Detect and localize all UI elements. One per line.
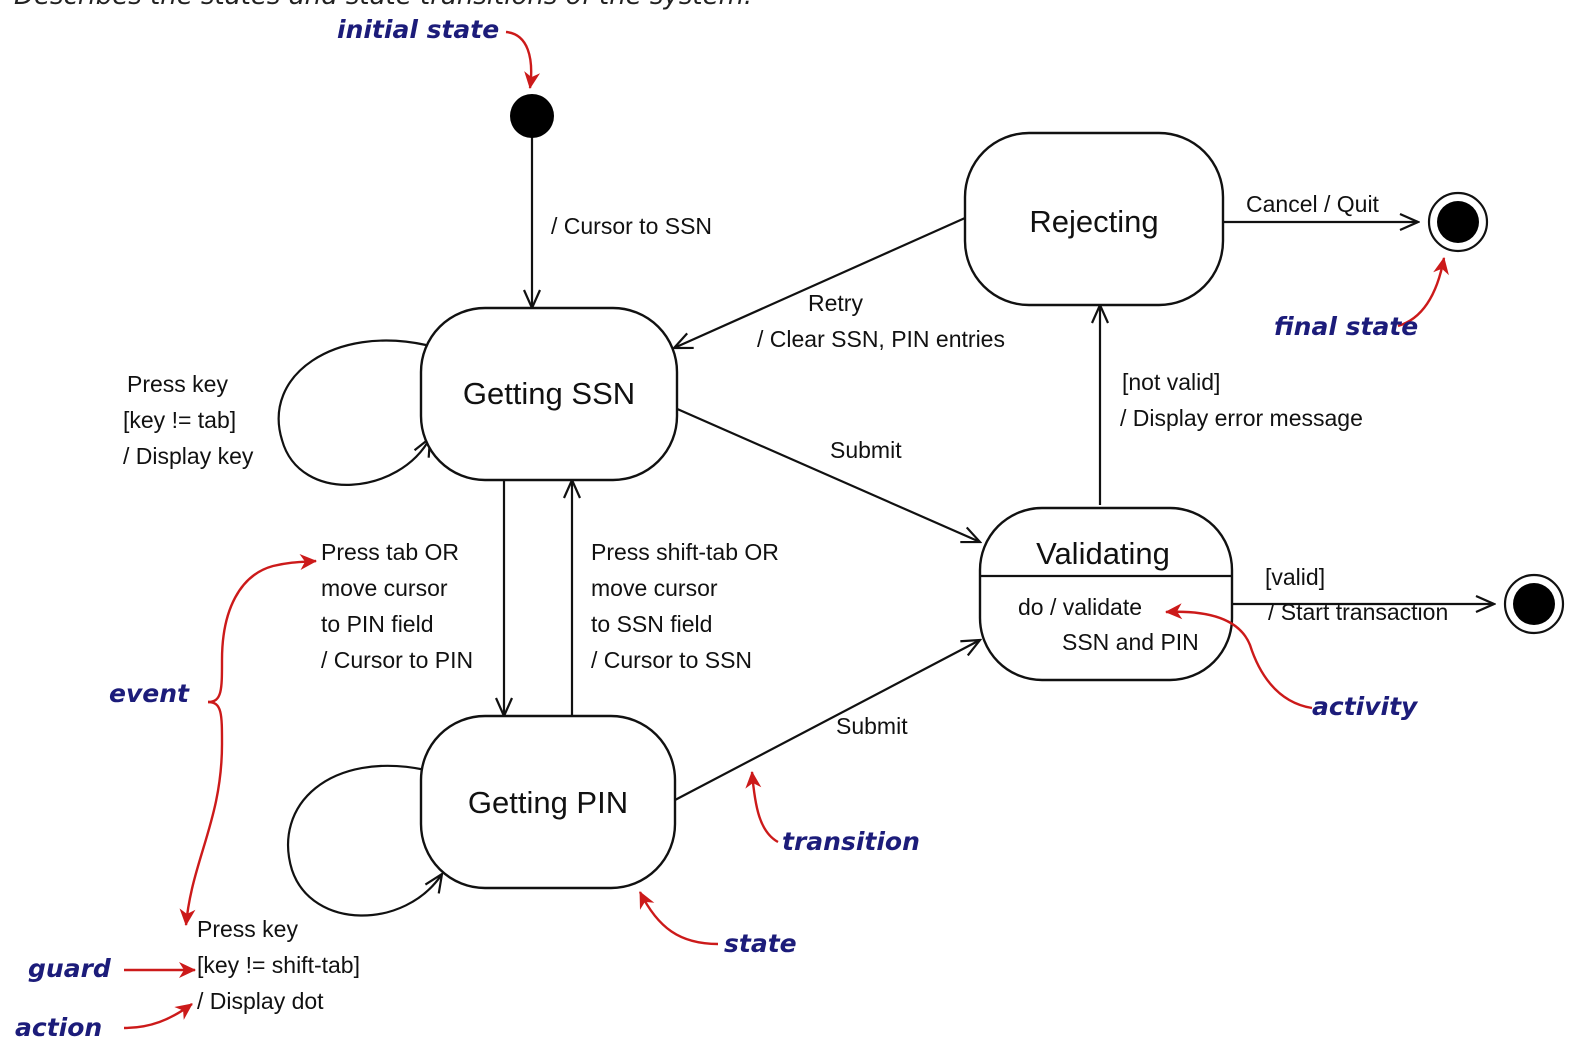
- pin-self-loop-line-1: Press key: [197, 916, 298, 942]
- event-annotation: event: [109, 679, 190, 708]
- validating-activity-line-1: do / validate: [1018, 594, 1142, 620]
- transition-pointer: [745, 771, 779, 844]
- state-validating-label: Validating: [1036, 536, 1170, 571]
- retry-line-1: Retry: [808, 290, 863, 316]
- final-state-annotation: final state: [1274, 312, 1418, 341]
- pin-self-loop-line-2: [key != shift-tab]: [197, 952, 360, 978]
- not-valid-line-2: / Display error message: [1120, 405, 1363, 431]
- ssn-to-pin-line-2: move cursor: [321, 575, 448, 601]
- not-valid-line-1: [not valid]: [1122, 369, 1220, 395]
- valid-line-1: [valid]: [1265, 564, 1325, 590]
- retry-arrow: [674, 216, 966, 348]
- ssn-self-loop-arrow: [277, 339, 430, 486]
- state-getting-pin: Getting PIN: [419, 714, 677, 890]
- ssn-self-loop-label: Press key [key != tab] / Display key: [123, 371, 254, 469]
- ssn-to-pin-line-1: Press tab OR: [321, 539, 459, 565]
- retry-line-2: / Clear SSN, PIN entries: [757, 326, 1005, 352]
- transition-annotation: transition: [782, 827, 920, 856]
- valid-line-2: / Start transaction: [1268, 599, 1448, 625]
- ssn-to-pin-line-4: / Cursor to PIN: [321, 647, 473, 673]
- final-state-pointer: [1397, 257, 1449, 328]
- pin-submit-label: Submit: [836, 713, 908, 739]
- not-valid-label: [not valid] / Display error message: [1120, 369, 1363, 431]
- activity-pointer: [1165, 603, 1313, 710]
- guard-annotation: guard: [28, 954, 112, 983]
- state-getting-pin-label: Getting PIN: [468, 785, 628, 820]
- ssn-to-pin-label: Press tab OR move cursor to PIN field / …: [321, 539, 473, 673]
- action-annotation: action: [15, 1013, 102, 1042]
- activity-annotation: activity: [1312, 692, 1419, 721]
- state-rejecting: Rejecting: [963, 131, 1225, 307]
- final-state-node-bottom: [1503, 573, 1565, 635]
- valid-label: [valid] / Start transaction: [1265, 564, 1448, 625]
- retry-label: Retry / Clear SSN, PIN entries: [757, 290, 1005, 352]
- ssn-to-pin-line-3: to PIN field: [321, 611, 434, 637]
- diagram-caption: Describes the states and state transitio…: [14, 0, 752, 11]
- cancel-label: Cancel / Quit: [1246, 191, 1380, 217]
- pin-to-ssn-line-4: / Cursor to SSN: [591, 647, 752, 673]
- state-getting-ssn: Getting SSN: [419, 306, 679, 482]
- pin-self-loop-arrow: [286, 764, 442, 917]
- ssn-self-loop-line-1: Press key: [127, 371, 228, 397]
- action-pointer: [123, 1003, 193, 1030]
- pin-submit-arrow: [674, 640, 980, 801]
- state-validating: Validating do / validate SSN and PIN: [978, 506, 1234, 682]
- initial-state-pointer: [505, 30, 541, 89]
- pin-self-loop-line-3: / Display dot: [197, 988, 324, 1014]
- final-state-node-top: [1427, 191, 1489, 253]
- ssn-submit-arrow: [674, 406, 980, 542]
- state-rejecting-label: Rejecting: [1029, 204, 1158, 239]
- pin-to-ssn-label: Press shift-tab OR move cursor to SSN fi…: [591, 539, 779, 673]
- ssn-self-loop-line-3: / Display key: [123, 443, 254, 469]
- initial-state-node: [510, 94, 554, 138]
- event-brace-upper: [207, 554, 317, 704]
- ssn-self-loop-line-2: [key != tab]: [123, 407, 236, 433]
- state-getting-ssn-label: Getting SSN: [463, 376, 635, 411]
- pin-to-ssn-line-1: Press shift-tab OR: [591, 539, 779, 565]
- pin-self-loop-label: Press key [key != shift-tab] / Display d…: [197, 916, 360, 1014]
- initial-transition-label: / Cursor to SSN: [551, 213, 712, 239]
- event-brace-lower: [207, 700, 224, 745]
- state-annotation: state: [724, 929, 797, 958]
- validating-activity-line-2: SSN and PIN: [1062, 629, 1199, 655]
- initial-state-annotation: initial state: [337, 15, 499, 44]
- ssn-submit-label: Submit: [830, 437, 902, 463]
- event-pointer-lower: [179, 743, 224, 926]
- state-pointer: [638, 891, 719, 946]
- pin-to-ssn-line-3: to SSN field: [591, 611, 712, 637]
- pin-to-ssn-line-2: move cursor: [591, 575, 718, 601]
